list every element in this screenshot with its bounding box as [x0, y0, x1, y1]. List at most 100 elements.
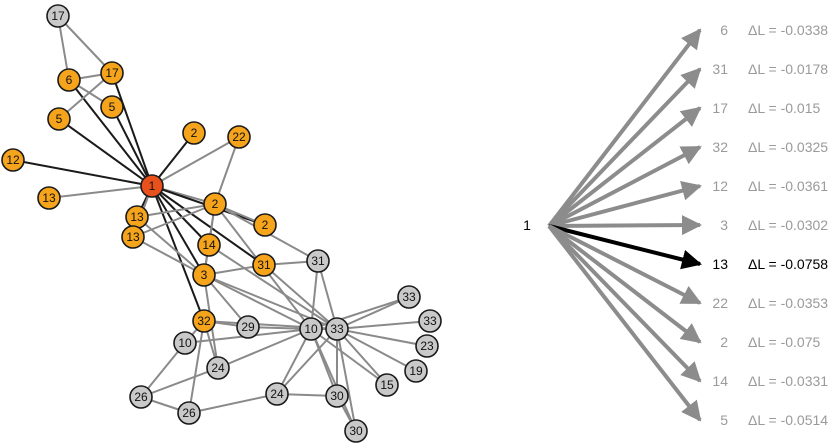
graph-node-circle: [306, 249, 330, 273]
graph-edge: [336, 328, 388, 386]
graph-node-circle: [140, 174, 164, 198]
graph-node-label: 10: [304, 322, 318, 336]
fanout-delta-value: ΔL = -0.0331: [748, 373, 828, 389]
fanout-arrow: [547, 106, 702, 228]
fanout-target-label: 17: [712, 100, 728, 116]
graph-node: 33: [418, 309, 442, 333]
graph-edge: [57, 15, 113, 74]
fanout-delta-value: ΔL = -0.0302: [748, 217, 828, 233]
fanout-target-label: 3: [720, 217, 728, 233]
graph-node-circle: [203, 192, 227, 216]
graph-node: 6: [57, 68, 81, 92]
graph-edge: [336, 328, 428, 347]
graph-node-circle: [197, 233, 221, 257]
fanout-delta-value: ΔL = -0.0514: [748, 412, 828, 428]
graph-edge: [263, 264, 338, 330]
graph-node-label: 1: [149, 179, 156, 193]
graph-node-label: 15: [380, 378, 394, 392]
fanout-delta-value: ΔL = -0.0361: [748, 178, 828, 194]
graph-node-circle: [253, 213, 277, 237]
graph-node: 5: [47, 107, 71, 131]
fanout-delta-value: ΔL = -0.0338: [748, 22, 828, 38]
graph-node-circle: [192, 263, 216, 287]
fanout-arrow: [547, 224, 702, 344]
graph-node-circle: [173, 331, 197, 355]
graph-node-circle: [100, 95, 124, 119]
graph-node: 1: [140, 174, 164, 198]
graph-edge: [188, 320, 205, 414]
graph-edge: [336, 328, 417, 372]
graph-node: 17: [46, 4, 70, 28]
graph-node: 24: [265, 382, 289, 406]
graph-node-circle: [265, 382, 289, 406]
graph-node-label: 10: [178, 336, 192, 350]
graph-edge: [203, 274, 312, 330]
fanout-target-label: 6: [720, 22, 728, 38]
graph-node: 33: [397, 285, 421, 309]
fanout-target-label: 22: [712, 295, 728, 311]
graph-edge: [136, 216, 205, 276]
graph-node: 31: [306, 249, 330, 273]
graph-edge: [336, 328, 357, 432]
graph-node: 26: [129, 385, 153, 409]
fanout-arrows: [547, 28, 702, 422]
graph-edge: [214, 136, 240, 205]
graph-node-label: 31: [311, 254, 325, 268]
graph-node-label: 2: [262, 218, 269, 232]
graph-edge: [136, 203, 216, 218]
graph-node-label: 5: [56, 112, 63, 126]
graph-edge: [48, 185, 153, 199]
graph-edge: [132, 236, 205, 276]
fanout-target-label: 32: [712, 139, 728, 155]
graph-node: 19: [404, 359, 428, 383]
fanout-delta-value: ΔL = -0.015: [748, 100, 820, 116]
graph-node-circle: [1, 148, 25, 172]
graph-edge: [132, 203, 216, 238]
graph-node-label: 3: [201, 268, 208, 282]
fanout-arrow: [547, 67, 702, 228]
graph-node: 26: [177, 401, 201, 425]
graph-edge: [310, 328, 388, 386]
graph-node: 13: [125, 205, 149, 229]
graph-node: 22: [227, 125, 251, 149]
graph-node-circle: [227, 125, 251, 149]
graph-node-circle: [325, 384, 349, 408]
graph-node-label: 33: [423, 314, 437, 328]
graph-edge: [12, 159, 153, 187]
graph-node: 31: [252, 253, 276, 277]
fanout-arrow: [548, 224, 702, 305]
graph-edge: [58, 118, 153, 187]
fanout-arrow: [547, 28, 702, 228]
graph-node-circle: [415, 334, 439, 358]
graph-node: 5: [100, 95, 124, 119]
graph-node-label: 2: [212, 197, 219, 211]
graph-node: 17: [100, 61, 124, 85]
fanout-target-label: 2: [720, 334, 728, 350]
graph-node: 23: [415, 334, 439, 358]
graph-node-label: 31: [257, 258, 271, 272]
fanout-arrow: [548, 145, 702, 228]
graph-node-label: 33: [330, 322, 344, 336]
graph-node-label: 33: [402, 290, 416, 304]
graph-node-label: 26: [134, 390, 148, 404]
graph-node-circle: [192, 309, 216, 333]
graph-edge: [336, 320, 431, 330]
graph-edge: [188, 393, 278, 414]
graph-node: 30: [325, 384, 349, 408]
fanout-target-label: 5: [720, 412, 728, 428]
graph-node-circle: [47, 107, 71, 131]
graph-node-circle: [182, 121, 206, 145]
graph-node-label: 29: [241, 320, 255, 334]
graph-node-label: 23: [420, 339, 434, 353]
graph-node-circle: [206, 356, 230, 380]
graph-edge: [140, 367, 219, 398]
graph-edge: [151, 185, 205, 276]
graph-node-circle: [121, 225, 145, 249]
graph-node-circle: [344, 419, 368, 443]
fanout-arrow: [548, 180, 702, 228]
graph-node: 24: [206, 356, 230, 380]
